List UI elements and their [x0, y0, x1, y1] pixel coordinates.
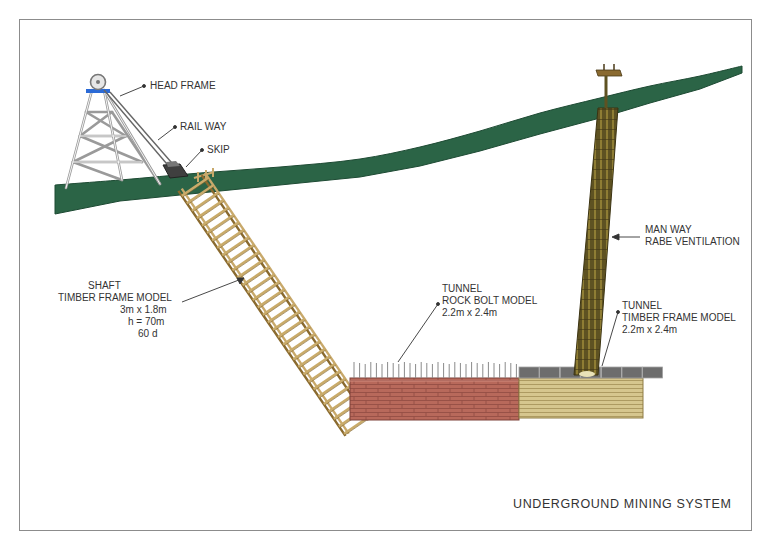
roof-slab — [519, 367, 539, 378]
shaft-timber-edge — [294, 343, 320, 361]
rock-bolt — [382, 364, 383, 378]
shaft-timber-edge — [259, 291, 285, 309]
rock-bolt — [494, 363, 495, 378]
drawing-title: UNDERGROUND MINING SYSTEM — [513, 497, 731, 512]
part-name: TUNNEL — [622, 300, 662, 312]
rail-way — [104, 90, 178, 170]
shaft-timber-edge — [238, 261, 264, 279]
callout-label: RAIL WAY — [180, 121, 226, 133]
rock-bolt — [410, 363, 411, 378]
dimension: 60 d — [138, 328, 157, 340]
shaft-rail — [178, 191, 345, 436]
rock-bolt — [454, 362, 455, 378]
shaft-timber-edge — [304, 358, 330, 376]
shaft-timber-edge — [254, 283, 280, 301]
shaft-timber-edge — [208, 216, 234, 234]
shaft-timber-edge — [284, 328, 310, 346]
dimension: 2.2m x 2.4m — [442, 307, 497, 319]
rock-bolt — [510, 363, 511, 378]
shaft-timber-edge — [233, 253, 259, 271]
rock-bolt-tunnel — [350, 362, 519, 420]
rock-bolt — [482, 364, 483, 378]
rock-bolt — [471, 362, 472, 378]
shaft-timber-edge — [309, 365, 335, 383]
rock-bolt — [387, 362, 388, 378]
shaft-timber-edge — [320, 380, 346, 398]
part-name: RABE VENTILATION — [645, 236, 740, 248]
rock-bolt — [421, 362, 422, 378]
rock-bolt — [354, 362, 355, 378]
rock-bolt — [505, 362, 506, 378]
rock-bolt — [443, 363, 444, 378]
shaft-rail — [205, 173, 372, 418]
roof-slab — [540, 367, 560, 378]
part-name: ROCK BOLT MODEL — [442, 295, 537, 307]
roof-slab — [622, 367, 642, 378]
shaft-timber-edge — [264, 298, 290, 316]
shaft-rail — [182, 189, 349, 434]
rock-bolt — [460, 363, 461, 378]
rock-bolt — [398, 364, 399, 378]
rock-bolt — [415, 364, 416, 378]
rock-bolt — [449, 364, 450, 378]
shaft-timber-edge — [274, 313, 300, 331]
rock-bolt — [499, 364, 500, 378]
callout-label: HEAD FRAME — [150, 80, 216, 92]
rock-bolt — [477, 363, 478, 378]
rock-bolt — [376, 363, 377, 378]
frame-border — [20, 20, 752, 531]
shaft-timber-edge — [193, 194, 219, 212]
leader-lines — [120, 85, 640, 367]
shaft-timber-edge — [188, 186, 214, 204]
rock-bolt — [365, 364, 366, 378]
roof-slab — [601, 367, 621, 378]
shaft-timber-edge — [249, 276, 275, 294]
shaft-timber-edge — [269, 305, 295, 323]
man-way-raise — [574, 64, 622, 377]
shaft-timber-edge — [228, 246, 254, 264]
skip — [163, 161, 188, 178]
shaft-timber-edge — [213, 224, 239, 242]
dimension: 2.2m x 2.4m — [622, 324, 677, 336]
part-name: MAN WAY — [645, 224, 692, 236]
ground-surface — [55, 66, 742, 214]
shaft-timber-edge — [218, 231, 244, 249]
ground-band — [55, 66, 742, 214]
shaft-timber-edge — [299, 350, 325, 368]
shaft-timber-edge — [279, 320, 305, 338]
shaft-timber-edge — [314, 372, 340, 390]
rock-bolt — [370, 362, 371, 378]
shaft-timber-edge — [203, 209, 229, 227]
dimension: h = 70m — [128, 316, 164, 328]
roof-slab — [643, 367, 663, 378]
rock-bolt — [393, 363, 394, 378]
shaft-timber-edge — [243, 268, 269, 286]
rock-bolt — [516, 364, 517, 378]
part-name: SHAFT — [88, 280, 121, 292]
rock-bolt — [488, 362, 489, 378]
part-name: TIMBER FRAME MODEL — [622, 312, 736, 324]
rock-bolt — [438, 362, 439, 378]
callout-label: SKIP — [207, 144, 230, 156]
head-frame — [66, 75, 160, 189]
inclined-shaft — [178, 173, 371, 436]
rock-bolt — [359, 363, 360, 378]
timber-frame-tunnel — [519, 367, 663, 418]
part-name: TUNNEL — [442, 283, 482, 295]
shaft-timber-edge — [289, 335, 315, 353]
shaft-timber-edge — [325, 387, 351, 405]
shaft-timber-edge — [198, 201, 224, 219]
rock-bolt — [432, 364, 433, 378]
shaft-timber-edge — [183, 179, 209, 197]
rock-bolt — [426, 363, 427, 378]
shaft-rail — [202, 175, 369, 420]
shaft-timber-edge — [223, 239, 249, 257]
rock-bolt — [466, 364, 467, 378]
part-name: TIMBER FRAME MODEL — [58, 292, 172, 304]
dimension: 3m x 1.8m — [120, 304, 167, 316]
rock-bolt — [404, 362, 405, 378]
